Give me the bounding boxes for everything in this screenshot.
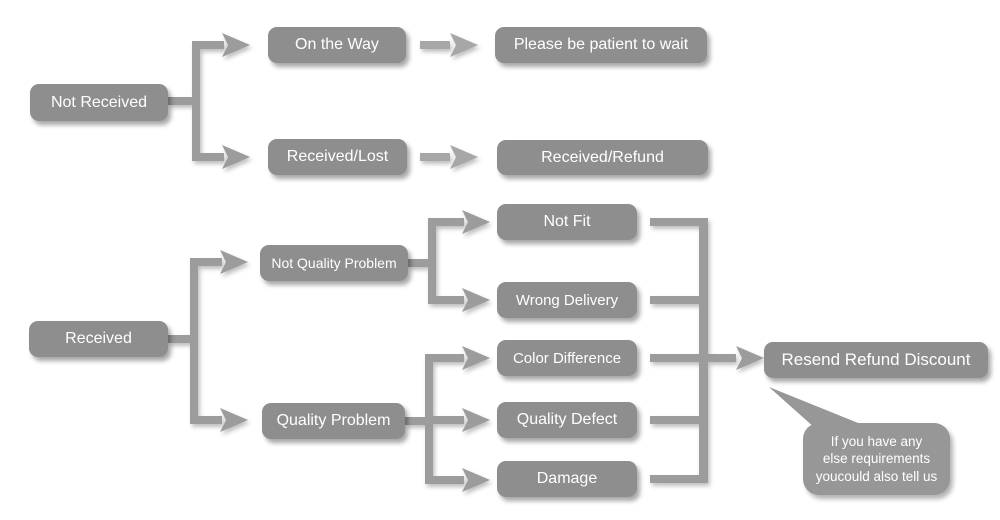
node-not-quality-problem: Not Quality Problem bbox=[260, 245, 408, 281]
node-label: Not Received bbox=[50, 93, 148, 111]
node-label: Quality Defect bbox=[516, 411, 618, 428]
node-resend-refund-discount: Resend Refund Discount bbox=[764, 342, 988, 378]
node-damage: Damage bbox=[497, 461, 637, 497]
node-label: Received/Lost bbox=[286, 148, 389, 165]
node-label: Wrong Delivery bbox=[515, 291, 619, 309]
arrowhead-to-not-fit bbox=[462, 210, 490, 234]
arrowhead-to-color-difference bbox=[462, 346, 490, 370]
arrowhead-to-wrong-delivery bbox=[462, 288, 490, 312]
arrowhead-to-resend bbox=[736, 346, 764, 370]
node-label: Quality Problem bbox=[276, 412, 391, 429]
node-label: On the Way bbox=[295, 36, 379, 53]
arrowhead-to-quality-problem bbox=[220, 408, 248, 432]
node-received-refund: Received/Refund bbox=[497, 140, 708, 175]
collector-to-resend bbox=[650, 218, 764, 483]
arrowhead-to-quality-defect bbox=[462, 408, 490, 432]
node-label: Not Fit bbox=[543, 213, 591, 230]
callout-line: youcould also tell us bbox=[815, 468, 938, 484]
arrowhead-to-not-quality-problem bbox=[220, 250, 248, 274]
node-label: Please be patient to wait bbox=[513, 36, 689, 53]
arrowhead-to-damage bbox=[462, 468, 490, 492]
node-quality-problem: Quality Problem bbox=[262, 403, 405, 439]
arrowhead-to-received-lost bbox=[222, 145, 250, 169]
node-wrong-delivery: Wrong Delivery bbox=[497, 282, 637, 318]
node-label: Received/Refund bbox=[541, 148, 664, 166]
arrowhead-to-on-the-way bbox=[222, 33, 250, 57]
node-please-be-patient: Please be patient to wait bbox=[495, 27, 707, 63]
node-not-fit: Not Fit bbox=[497, 204, 637, 240]
branch-received bbox=[168, 250, 248, 432]
callout-bubble: If you have any else requirements youcou… bbox=[803, 423, 950, 495]
node-received-lost: Received/Lost bbox=[268, 139, 407, 175]
callout-line: else requirements bbox=[822, 451, 931, 467]
arrow-received-lost-to-received-refund bbox=[420, 145, 478, 169]
node-label: Damage bbox=[536, 470, 598, 487]
node-on-the-way: On the Way bbox=[268, 27, 406, 63]
branch-not-received bbox=[168, 33, 250, 169]
branch-not-quality-problem bbox=[408, 210, 490, 312]
node-received: Received bbox=[29, 321, 168, 357]
branch-quality-problem bbox=[405, 346, 490, 492]
node-label: Resend Refund Discount bbox=[781, 350, 971, 369]
node-not-received: Not Received bbox=[30, 84, 168, 121]
node-quality-defect: Quality Defect bbox=[497, 402, 637, 438]
node-label: Not Quality Problem bbox=[271, 255, 397, 271]
arrow-on-the-way-to-please-wait bbox=[420, 33, 478, 57]
node-label: Received bbox=[65, 330, 132, 347]
node-label: Color Difference bbox=[512, 349, 622, 367]
node-color-difference: Color Difference bbox=[497, 340, 637, 376]
callout-line: If you have any bbox=[830, 434, 923, 450]
